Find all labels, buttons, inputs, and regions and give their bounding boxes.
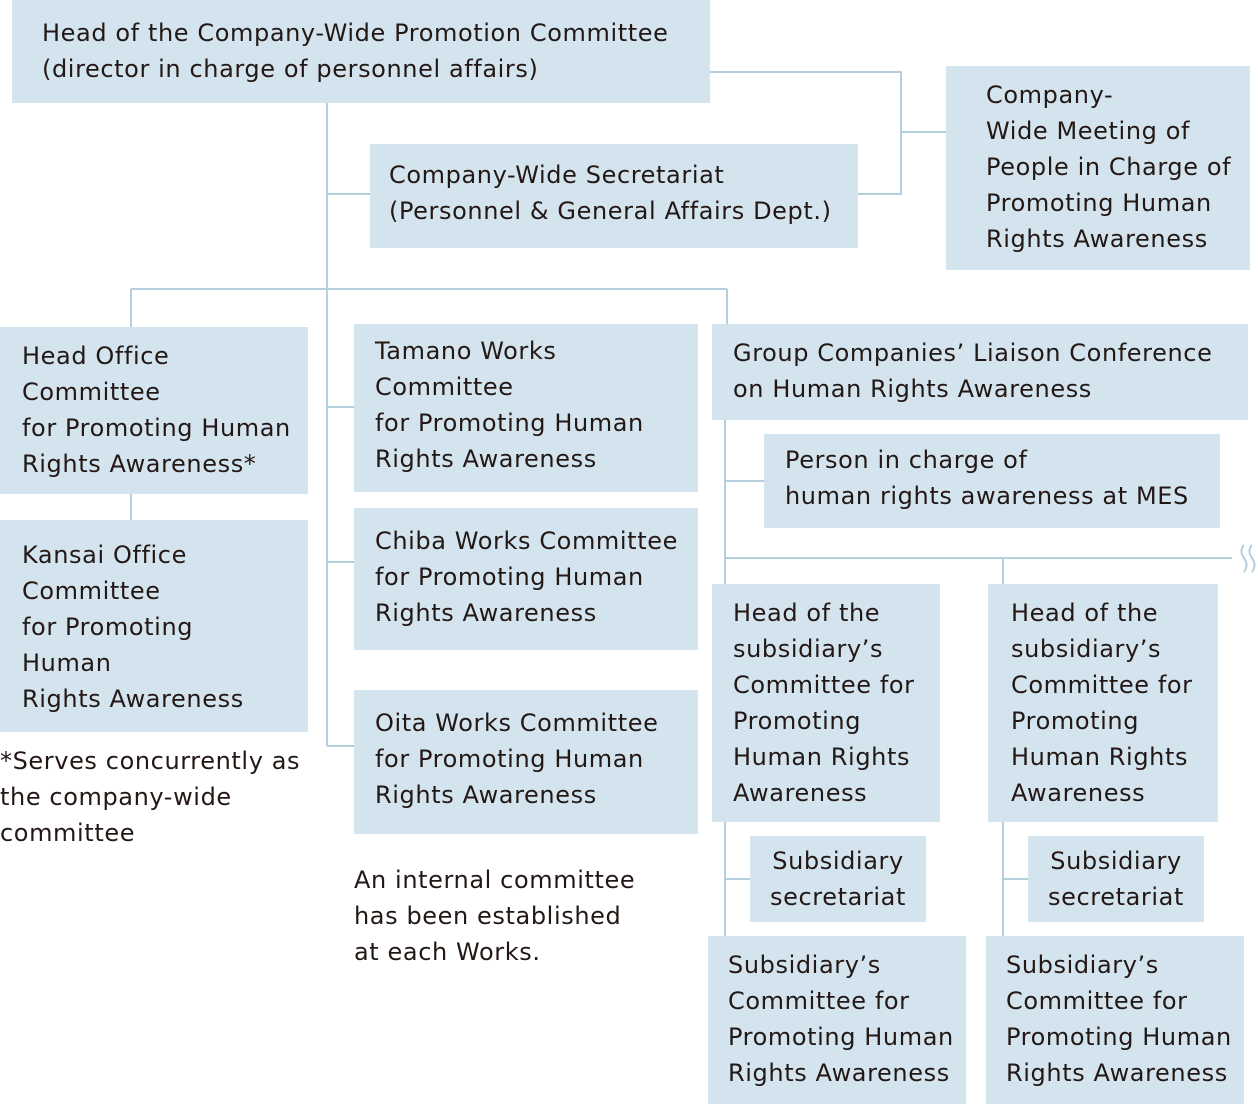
company-head-box: Head of the Company-Wide Promotion Commi… [12, 0, 710, 103]
chiba-works-committee-box: Chiba Works Committee for Promoting Huma… [354, 508, 698, 650]
group-companies-conference-box: Group Companies’ Liaison Conference on H… [712, 324, 1248, 420]
kansai-office-committee-box: Kansai Office Committee for Promoting Hu… [0, 520, 308, 732]
subsidiary-head-box-2: Head of the subsidiary’s Committee for P… [988, 584, 1218, 822]
company-wide-secretariat-box: Company-Wide Secretariat (Personnel & Ge… [370, 144, 858, 248]
works-committee-note: An internal committee has been establish… [354, 866, 636, 966]
head-office-footnote: *Serves concurrently as the company-wide… [0, 747, 301, 847]
subsidiary-committee-box-1: Subsidiary’s Committee for Promoting Hum… [708, 936, 966, 1104]
subsidiary-committee-box-2: Subsidiary’s Committee for Promoting Hum… [986, 936, 1244, 1104]
oita-works-committee-box: Oita Works Committee for Promoting Human… [354, 690, 698, 834]
head-office-committee-box: Head Office Committee for Promoting Huma… [0, 327, 308, 494]
subsidiary-secretariat-box-2: Subsidiary secretariat [1028, 836, 1204, 922]
company-wide-meeting-box: Company- Wide Meeting of People in Charg… [946, 66, 1250, 270]
tamano-works-committee-box: Tamano Works Committee for Promoting Hum… [354, 324, 698, 492]
subsidiary-secretariat-box-1: Subsidiary secretariat [750, 836, 926, 922]
mes-person-in-charge-box: Person in charge of human rights awarene… [764, 434, 1220, 528]
subsidiary-head-box-1: Head of the subsidiary’s Committee for P… [712, 584, 940, 822]
